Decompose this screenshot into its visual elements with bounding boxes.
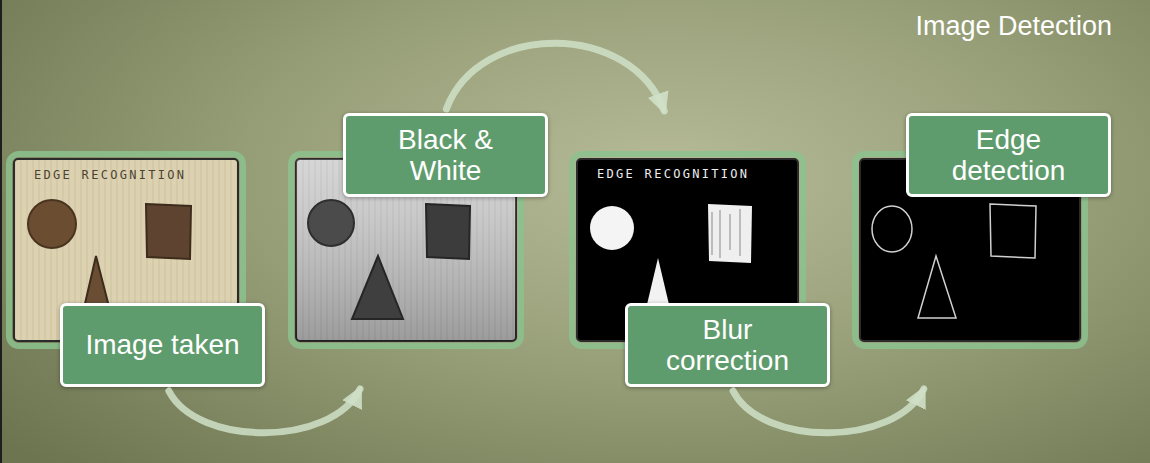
step-label: Blur correction (644, 314, 811, 377)
step-label: Black & White (362, 124, 529, 187)
process-step: Black & White (294, 113, 548, 387)
diagram-title: Image Detection (915, 11, 1112, 42)
step-label: Image taken (85, 329, 239, 360)
handwritten-text: EDGE RECOGNITION (597, 167, 749, 181)
process-step: Blur correction (575, 113, 830, 387)
frame-line (0, 0, 2, 463)
process-step: Image taken (12, 113, 265, 387)
flow-arrow (733, 389, 924, 433)
step-label-box: Blur correction (625, 303, 830, 387)
flow-arrow (446, 43, 664, 111)
step-label: Edge detection (925, 124, 1092, 187)
step-label-box: Black & White (343, 113, 548, 197)
flow-arrow (169, 389, 360, 433)
process-step: Edge detection (858, 113, 1111, 387)
step-label-box: Edge detection (906, 113, 1111, 197)
step-label-box: Image taken (60, 303, 265, 387)
handwritten-text: EDGE RECOGNITION (34, 168, 186, 182)
